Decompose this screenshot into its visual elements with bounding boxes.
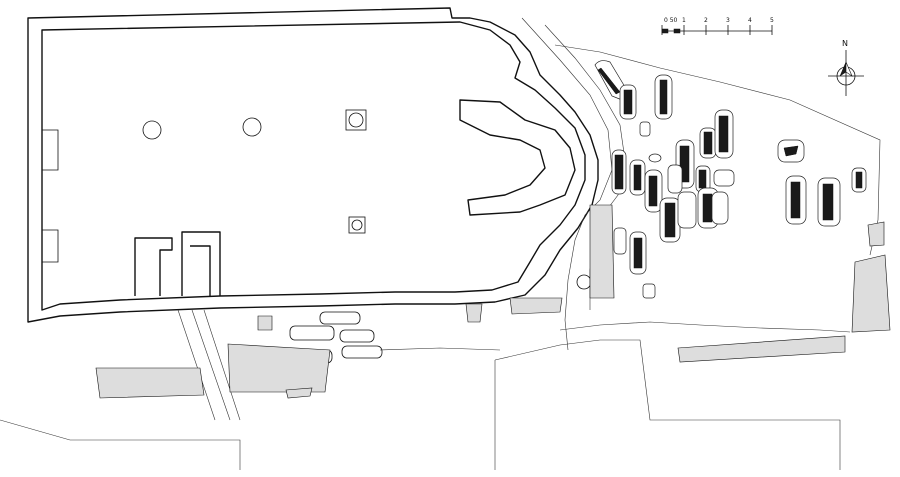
grave bbox=[679, 145, 690, 183]
rubble-wall bbox=[851, 254, 891, 333]
trench-outline bbox=[494, 339, 841, 470]
cemetery-boundary bbox=[554, 44, 881, 256]
grave bbox=[677, 191, 697, 229]
grave bbox=[822, 183, 834, 221]
wall-niche bbox=[42, 129, 59, 171]
rubble-wall bbox=[589, 204, 615, 299]
grave bbox=[639, 121, 651, 137]
grave bbox=[633, 237, 643, 269]
grave bbox=[648, 175, 658, 207]
scale-tick-label: 0 50 bbox=[664, 17, 678, 24]
grave-cluster bbox=[594, 60, 867, 299]
trench-outline bbox=[379, 347, 501, 351]
rubble-wall bbox=[95, 367, 205, 399]
church-outer-wall bbox=[27, 7, 599, 323]
grave bbox=[659, 79, 668, 115]
grave bbox=[623, 89, 633, 115]
grave bbox=[718, 115, 729, 153]
round-feature bbox=[576, 274, 592, 290]
grave bbox=[711, 191, 729, 225]
column-base bbox=[348, 216, 366, 234]
grave bbox=[648, 153, 662, 163]
rubble-wall bbox=[257, 315, 273, 331]
grave bbox=[667, 164, 683, 194]
grave bbox=[633, 164, 642, 191]
rubble-wall bbox=[227, 343, 331, 393]
grave bbox=[642, 283, 656, 299]
church-inner-wall bbox=[41, 21, 586, 311]
road-edge bbox=[521, 17, 613, 351]
road-edge bbox=[203, 309, 241, 421]
grave bbox=[698, 169, 707, 189]
paving-slab bbox=[289, 325, 335, 341]
scale-tick-label: 4 bbox=[748, 17, 752, 24]
grave bbox=[664, 202, 676, 238]
column-base bbox=[345, 109, 367, 131]
scale-tick-label: 3 bbox=[726, 17, 730, 24]
column-base bbox=[242, 117, 262, 137]
scale-tick-label: 5 bbox=[770, 17, 774, 24]
scale-tick-label: 1 bbox=[682, 17, 686, 24]
grave bbox=[703, 131, 713, 155]
road-edge bbox=[191, 309, 231, 421]
grave bbox=[790, 181, 801, 219]
apse-contour bbox=[459, 99, 576, 216]
paving-slab bbox=[319, 311, 361, 325]
column-base bbox=[142, 120, 162, 140]
grave bbox=[613, 227, 627, 255]
column-base bbox=[348, 112, 364, 128]
rubble-wall bbox=[867, 221, 885, 247]
road-edge bbox=[177, 309, 216, 421]
scale-bar: 0 50 1 2 3 4 5 bbox=[661, 17, 774, 35]
grave bbox=[614, 154, 624, 190]
column-base bbox=[351, 219, 363, 231]
entrance-recess bbox=[134, 237, 173, 296]
paving-slab bbox=[339, 329, 375, 343]
grave bbox=[855, 171, 863, 189]
scale-tick-label: 2 bbox=[704, 17, 708, 24]
grave bbox=[713, 169, 735, 187]
cemetery-boundary bbox=[559, 321, 851, 333]
grave bbox=[702, 193, 713, 223]
entrance-recess bbox=[181, 231, 221, 296]
rubble-wall bbox=[465, 303, 483, 323]
north-arrow-icon: N bbox=[828, 39, 864, 96]
rubble-wall bbox=[285, 387, 313, 399]
paving-slab bbox=[341, 345, 383, 359]
trench-outline bbox=[0, 419, 241, 470]
rubble-wall bbox=[677, 335, 846, 363]
grave bbox=[783, 145, 799, 157]
grave bbox=[597, 67, 621, 95]
north-label: N bbox=[842, 39, 848, 48]
wall-niche bbox=[42, 229, 59, 263]
rubble-wall bbox=[509, 297, 563, 315]
